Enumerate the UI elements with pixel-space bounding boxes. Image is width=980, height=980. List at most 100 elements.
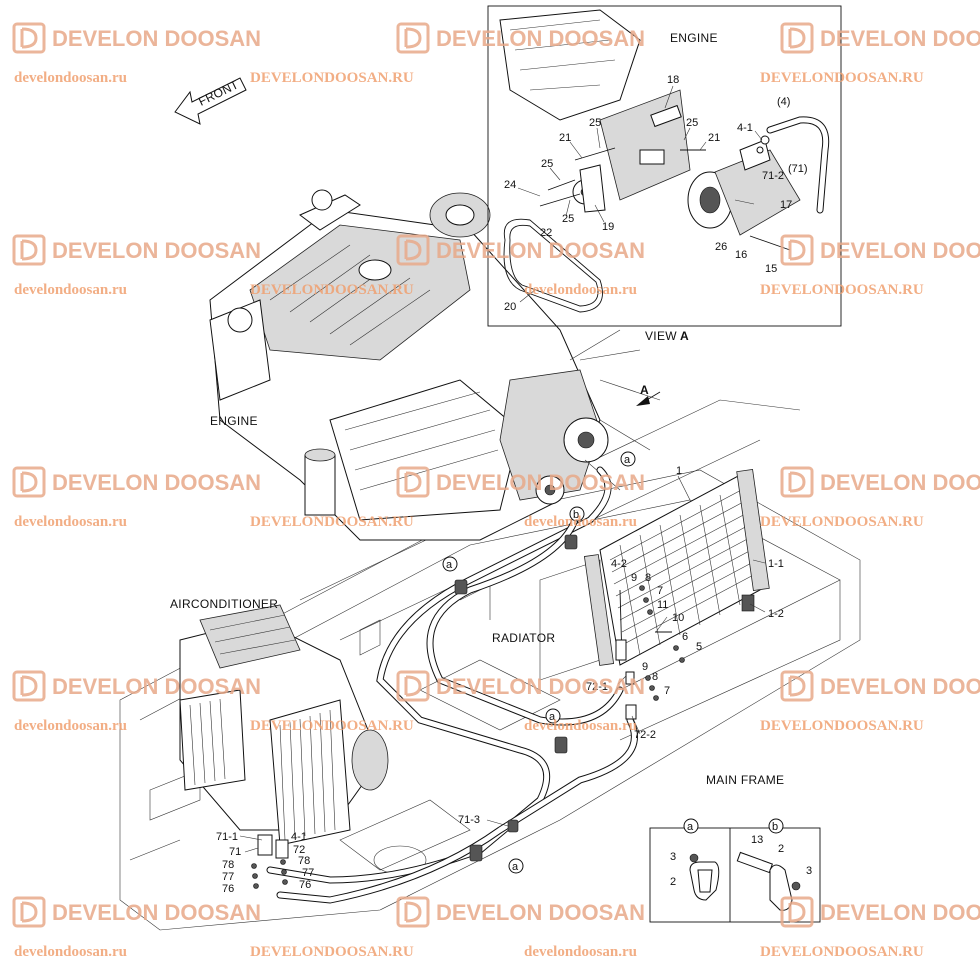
callout-6: 6 [682,631,688,643]
watermark-logo [780,22,814,54]
watermark-brand-12: DEVELON DOOSAN [820,674,980,699]
watermark-logo [396,234,430,266]
callout-11: 11 [657,599,668,611]
engine-main-title: ENGINE [210,414,258,428]
leader-lines [239,85,766,853]
callout-8b: 8 [652,671,658,683]
callout-4-2: 4-2 [611,558,627,570]
callout-25c: 25 [541,158,553,170]
callout-4-1-bot: 4-1 [291,831,307,843]
airconditioner-unit [179,604,389,889]
watermark-site-14: develondoosan.ru [524,718,637,734]
callout-24: 24 [504,179,516,191]
watermark-brand-9: DEVELON DOOSAN [820,470,980,495]
engine-assembly [209,189,661,541]
watermark-site-16: develondoosan.ru [14,944,127,960]
callout-7a: 7 [657,585,663,597]
watermark-site-13: DEVELONDOOSAN.RU [250,718,414,734]
watermark-site-18: develondoosan.ru [524,944,637,960]
watermark-logo [396,466,430,498]
watermark-brand-13: DEVELON DOOSAN [52,900,261,925]
marker-a3: a [549,711,556,723]
view-a-detail [487,5,842,327]
callout-18: 18 [667,74,679,86]
watermark-brand-3: DEVELON DOOSAN [820,26,980,51]
watermark-brand-15: DEVELON DOOSAN [820,900,980,925]
callout-5: 5 [696,641,702,653]
callout-77b: 77 [302,867,314,879]
watermarks: DEVELON DOOSAN DEVELON DOOSAN DEVELON DO… [12,22,980,960]
callout-71-1: 71-1 [216,831,238,843]
detail-b-callout-2: 2 [778,843,784,855]
callout-4-paren: (4) [777,96,790,108]
watermark-brand-2: DEVELON DOOSAN [436,26,645,51]
clamp-detail-box [649,827,821,923]
callout-21a: 21 [559,132,571,144]
callout-78b: 78 [298,855,310,867]
callout-76b: 76 [299,879,311,891]
watermark-logo [12,896,46,928]
callout-10: 10 [672,612,684,624]
view-a-letter: A [680,329,689,343]
refrigerant-hoses [266,466,638,904]
callout-76a: 76 [222,883,234,895]
detail-b-callout-3: 3 [806,865,812,877]
watermark-logo [12,22,46,54]
view-a-prefix: VIEW [645,329,677,343]
callout-78a: 78 [222,859,234,871]
marker-detail-a: a [687,821,694,833]
radiator-title: RADIATOR [492,631,555,645]
callout-72: 72 [293,844,305,856]
front-arrow: FRONT [174,77,247,125]
callout-71-3: 71-3 [458,814,480,826]
watermark-brand-6: DEVELON DOOSAN [820,238,980,263]
watermark-site-8: develondoosan.ru [14,514,127,530]
callout-25a: 25 [589,117,601,129]
detail-a-callout-3: 3 [670,851,676,863]
watermark-brand-10: DEVELON DOOSAN [52,674,261,699]
callout-71: 71 [229,846,241,858]
airconditioner-title: AIRCONDITIONER [170,597,278,611]
watermark-logo [12,466,46,498]
watermark-logo [780,896,814,928]
callout-72-2: 72-2 [634,729,656,741]
view-marker-a: A [640,383,649,397]
callout-20: 20 [504,301,516,313]
watermark-site-17: DEVELONDOOSAN.RU [250,944,414,960]
marker-b1: b [573,509,579,521]
watermark-logo [396,896,430,928]
callout-22: 22 [540,227,552,239]
callout-8a: 8 [645,572,651,584]
watermark-logo [396,22,430,54]
watermark-brand-4: DEVELON DOOSAN [52,238,261,263]
watermark-logo [780,234,814,266]
callout-9a: 9 [631,572,637,584]
watermark-brand-7: DEVELON DOOSAN [52,470,261,495]
callout-17: 17 [780,199,792,211]
watermark-site-3: DEVELONDOOSAN.RU [760,70,924,86]
callout-1-1: 1-1 [768,558,784,570]
callout-21b: 21 [708,132,720,144]
watermark-site-19: DEVELONDOOSAN.RU [760,944,924,960]
watermark-site-12: develondoosan.ru [14,718,127,734]
watermark-site-1: develondoosan.ru [14,70,127,86]
detail-b-callout-13: 13 [751,834,763,846]
marker-a2: a [446,559,453,571]
watermark-site-5: DEVELONDOOSAN.RU [250,282,414,298]
watermark-site-10: develondoosan.ru [524,514,637,530]
section-titles: ENGINE ENGINE VIEW A A AIRCONDITIONER RA… [170,31,784,787]
marker-detail-b: b [772,821,778,833]
callout-1-2: 1-2 [768,608,784,620]
watermark-logo [12,234,46,266]
engine-top-title: ENGINE [670,31,718,45]
watermark-logo [396,670,430,702]
callout-25d: 25 [562,213,574,225]
callout-72-1: 72-1 [586,681,608,693]
callout-77a: 77 [222,871,234,883]
callout-16: 16 [735,249,747,261]
callout-4-1-top: 4-1 [737,122,753,134]
circle-markers: a b a a a a b [442,451,784,874]
callout-19: 19 [602,221,614,233]
watermark-logo [780,670,814,702]
